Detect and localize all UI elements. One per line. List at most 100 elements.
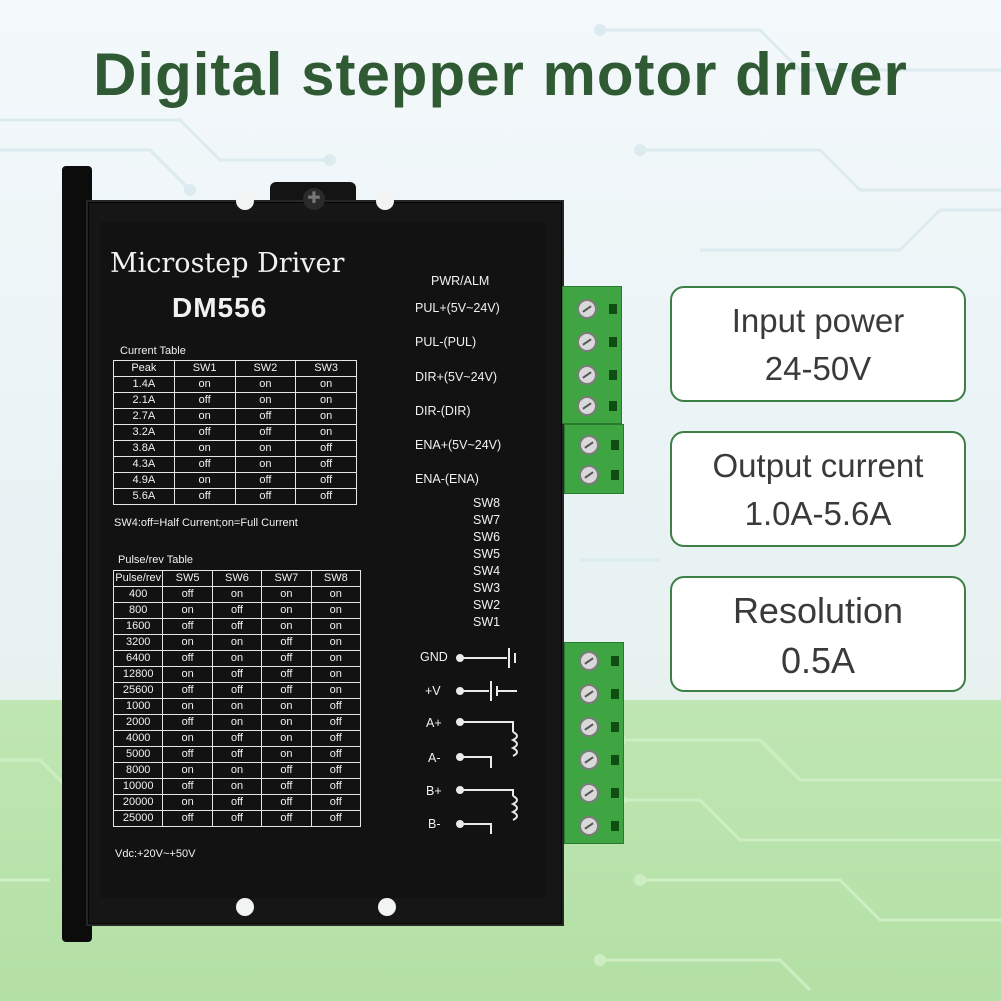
table-cell: on bbox=[162, 730, 213, 747]
headline: Digital stepper motor driver bbox=[93, 41, 908, 108]
table-cell: off bbox=[234, 472, 297, 489]
pulse-table-caption: Pulse/rev Table bbox=[118, 554, 194, 566]
table-cell: off bbox=[173, 424, 236, 441]
table-cell: off bbox=[261, 682, 312, 699]
table-cell: on bbox=[310, 586, 362, 603]
table-cell: off bbox=[173, 456, 236, 473]
table-cell: on bbox=[211, 650, 263, 667]
switch-label-sw2: SW2 bbox=[473, 598, 501, 612]
table-header-cell: SW7 bbox=[261, 570, 312, 587]
table-cell: on bbox=[234, 440, 297, 457]
table-cell: on bbox=[295, 376, 357, 393]
feature-value: 0.5A bbox=[780, 640, 856, 681]
table-header-cell: SW5 bbox=[162, 570, 213, 587]
terminal-screw bbox=[579, 651, 599, 671]
terminal-screw bbox=[579, 435, 599, 455]
terminal-screw bbox=[577, 299, 597, 319]
terminal-slot bbox=[611, 440, 619, 450]
table-cell: 4000 bbox=[112, 730, 164, 747]
terminal-screw bbox=[579, 684, 599, 704]
wiring-diagram bbox=[456, 648, 518, 834]
table-cell: on bbox=[162, 762, 213, 779]
table-cell: on bbox=[211, 634, 263, 651]
table-cell: off bbox=[162, 778, 213, 795]
signal-label-dir-plus: DIR+(5V~24V) bbox=[415, 370, 497, 384]
table-cell: off bbox=[310, 730, 362, 747]
terminal-slot bbox=[611, 470, 619, 480]
table-cell: on bbox=[261, 602, 312, 619]
terminal-screw bbox=[577, 332, 597, 352]
table-cell: on bbox=[310, 618, 362, 635]
feature-value: 1.0A-5.6A bbox=[744, 495, 892, 532]
table-cell: on bbox=[211, 778, 263, 795]
table-cell: on bbox=[173, 440, 236, 457]
table-cell: on bbox=[234, 376, 297, 393]
device-title: Microstep Driver bbox=[110, 248, 345, 279]
table-cell: off bbox=[162, 618, 213, 635]
screw-icon: ✚ bbox=[303, 188, 325, 210]
switch-label-sw3: SW3 bbox=[473, 581, 501, 595]
table-cell: off bbox=[310, 778, 362, 795]
table-cell: off bbox=[261, 794, 312, 811]
table-cell: on bbox=[162, 634, 213, 651]
table-cell: off bbox=[261, 778, 312, 795]
table-cell: off bbox=[261, 650, 312, 667]
signal-label-ena-minus: ENA-(ENA) bbox=[415, 472, 479, 486]
signal-terminal-block bbox=[562, 286, 622, 424]
table-cell: off bbox=[173, 392, 236, 409]
table-cell: 3.8A bbox=[113, 440, 175, 457]
mount-hole bbox=[236, 898, 254, 916]
switch-label-sw1: SW1 bbox=[473, 615, 501, 629]
table-cell: on bbox=[261, 698, 312, 715]
table-cell: on bbox=[295, 424, 357, 441]
signal-label-pwr-alm: PWR/ALM bbox=[431, 274, 490, 288]
table-cell: 3200 bbox=[112, 634, 164, 651]
table-cell: 25600 bbox=[112, 682, 164, 699]
table-header-cell: SW6 bbox=[211, 570, 263, 587]
table-cell: off bbox=[234, 408, 297, 425]
table-cell: 400 bbox=[112, 586, 164, 603]
table-cell: 2.1A bbox=[113, 392, 175, 409]
table-cell: off bbox=[211, 602, 263, 619]
terminal-slot bbox=[611, 755, 619, 765]
table-cell: on bbox=[211, 762, 263, 779]
terminal-screw bbox=[579, 717, 599, 737]
enable-terminal-block bbox=[564, 424, 624, 494]
table-cell: off bbox=[162, 810, 213, 827]
power-label-a-minus: A- bbox=[428, 751, 441, 765]
table-cell: on bbox=[310, 682, 362, 699]
switch-label-sw8: SW8 bbox=[473, 496, 501, 510]
terminal-slot bbox=[611, 722, 619, 732]
power-label-gnd: GND bbox=[420, 650, 448, 664]
table-cell: off bbox=[310, 714, 362, 731]
terminal-screw bbox=[577, 365, 597, 385]
power-label-b-minus: B- bbox=[428, 817, 441, 831]
table-cell: 2000 bbox=[112, 714, 164, 731]
table-cell: off bbox=[162, 714, 213, 731]
table-header-cell: SW3 bbox=[295, 360, 357, 377]
table-cell: off bbox=[310, 698, 362, 715]
table-cell: off bbox=[211, 666, 263, 683]
table-cell: off bbox=[211, 730, 263, 747]
table-cell: on bbox=[211, 714, 263, 731]
table-cell: off bbox=[173, 488, 236, 505]
table-cell: on bbox=[295, 392, 357, 409]
table-cell: on bbox=[310, 666, 362, 683]
table-cell: on bbox=[173, 408, 236, 425]
table-cell: on bbox=[162, 666, 213, 683]
terminal-slot bbox=[609, 304, 617, 314]
table-cell: on bbox=[234, 392, 297, 409]
device-model: DM556 bbox=[172, 292, 268, 323]
feature-title: Output current bbox=[712, 447, 924, 484]
